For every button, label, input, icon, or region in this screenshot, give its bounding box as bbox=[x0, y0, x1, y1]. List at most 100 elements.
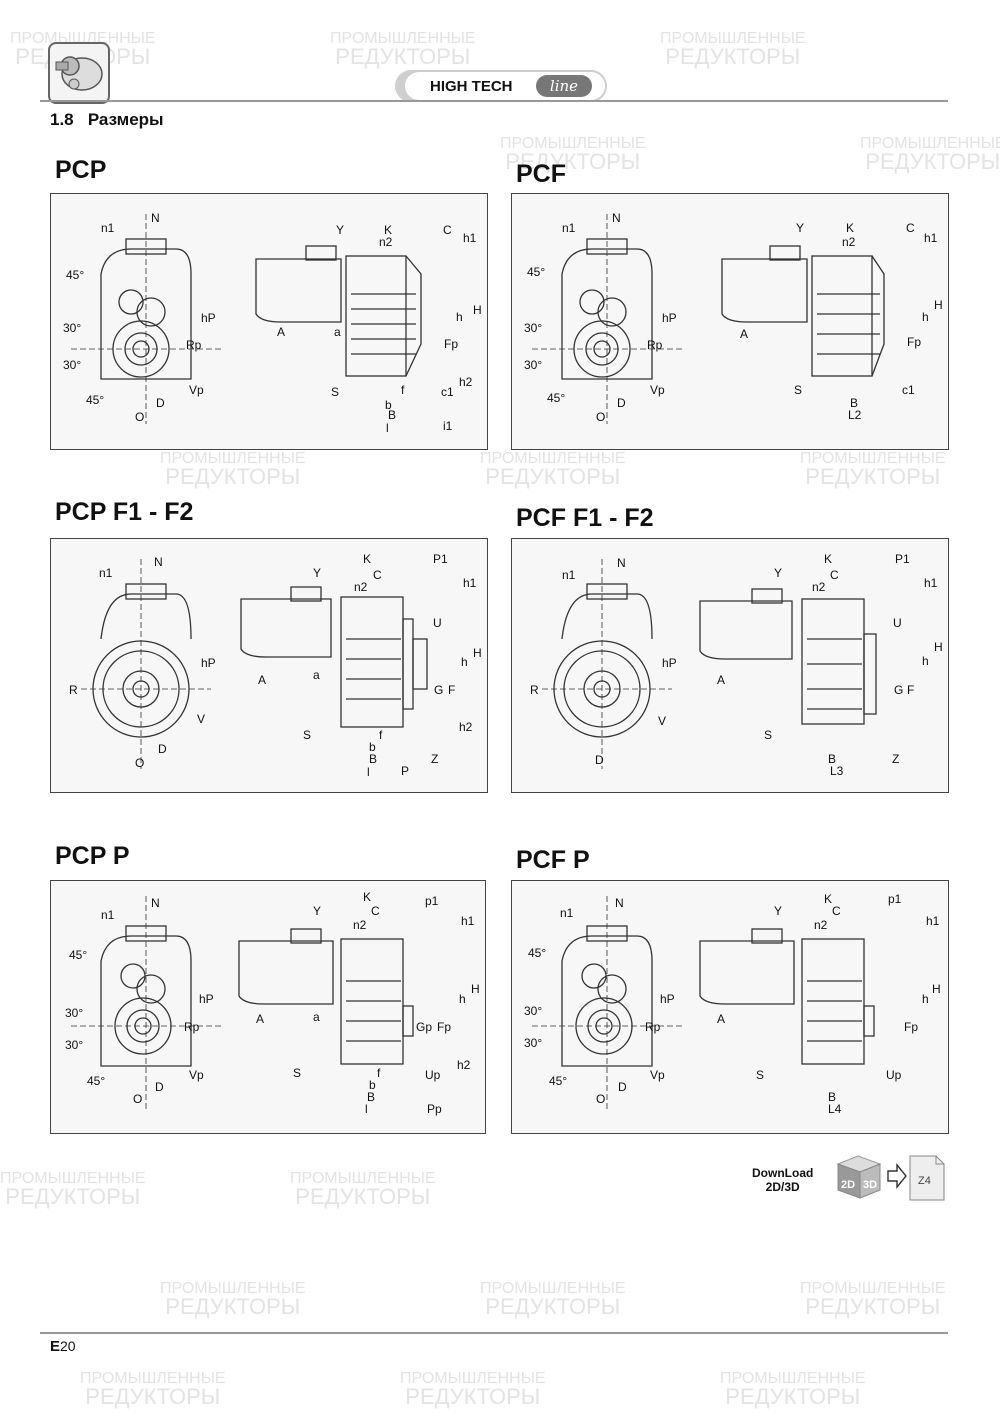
svg-text:D: D bbox=[158, 742, 167, 756]
svg-text:h: h bbox=[461, 655, 468, 669]
svg-text:Gp: Gp bbox=[416, 1020, 432, 1034]
svg-text:n1: n1 bbox=[562, 221, 576, 235]
svg-text:hP: hP bbox=[662, 656, 677, 670]
svg-text:p1: p1 bbox=[888, 892, 902, 906]
svg-text:f: f bbox=[401, 383, 405, 397]
svg-text:S: S bbox=[303, 728, 311, 742]
svg-text:H: H bbox=[934, 640, 943, 654]
svg-text:A: A bbox=[256, 1012, 264, 1026]
svg-text:h2: h2 bbox=[459, 720, 473, 734]
svg-text:n2: n2 bbox=[814, 918, 828, 932]
svg-text:h1: h1 bbox=[926, 914, 940, 928]
svg-text:Y: Y bbox=[313, 566, 321, 580]
svg-text:B: B bbox=[367, 1090, 375, 1104]
2d-3d-cube-icon[interactable]: 2D 3D bbox=[834, 1152, 884, 1200]
svg-text:h: h bbox=[456, 310, 463, 324]
svg-text:Z: Z bbox=[431, 752, 438, 766]
svg-text:O: O bbox=[135, 410, 144, 424]
footer-divider bbox=[40, 1332, 948, 1334]
svg-text:c1: c1 bbox=[441, 385, 454, 399]
svg-text:45°: 45° bbox=[549, 1074, 567, 1088]
svg-text:R: R bbox=[530, 683, 539, 697]
download-label-line1: DownLoad bbox=[752, 1166, 814, 1180]
download-label-line2: 2D/3D bbox=[765, 1180, 800, 1194]
svg-text:A: A bbox=[740, 327, 748, 341]
section-number: 1.8 bbox=[50, 110, 74, 129]
svg-text:b: b bbox=[369, 740, 376, 754]
svg-text:K: K bbox=[824, 552, 832, 566]
svg-text:O: O bbox=[596, 1092, 605, 1106]
svg-text:B: B bbox=[388, 408, 396, 422]
svg-text:O: O bbox=[133, 1092, 142, 1106]
svg-text:N: N bbox=[617, 556, 626, 570]
svg-text:a: a bbox=[313, 668, 320, 682]
section-heading: 1.8 Размеры bbox=[50, 110, 164, 130]
svg-text:45°: 45° bbox=[69, 948, 87, 962]
svg-text:B: B bbox=[828, 1090, 836, 1104]
svg-text:45°: 45° bbox=[66, 268, 84, 282]
svg-text:K: K bbox=[363, 890, 371, 904]
svg-text:N: N bbox=[154, 555, 163, 569]
download-label[interactable]: DownLoad 2D/3D bbox=[752, 1166, 813, 1194]
svg-text:n1: n1 bbox=[101, 221, 115, 235]
svg-text:h2: h2 bbox=[459, 375, 473, 389]
svg-text:n2: n2 bbox=[812, 580, 826, 594]
svg-text:h: h bbox=[459, 992, 466, 1006]
svg-text:Up: Up bbox=[425, 1068, 441, 1082]
svg-text:a: a bbox=[334, 325, 341, 339]
svg-text:Fp: Fp bbox=[437, 1020, 451, 1034]
svg-text:3D: 3D bbox=[863, 1179, 877, 1191]
arrow-right-icon bbox=[886, 1162, 908, 1190]
svg-text:h1: h1 bbox=[463, 231, 477, 245]
svg-text:C: C bbox=[830, 568, 839, 582]
svg-text:O: O bbox=[135, 756, 144, 770]
svg-text:K: K bbox=[824, 892, 832, 906]
svg-text:R: R bbox=[69, 683, 78, 697]
svg-text:V: V bbox=[197, 712, 205, 726]
svg-text:30°: 30° bbox=[65, 1038, 83, 1052]
svg-text:hP: hP bbox=[201, 311, 216, 325]
svg-text:h1: h1 bbox=[924, 576, 938, 590]
svg-text:l: l bbox=[367, 765, 370, 779]
svg-text:hP: hP bbox=[660, 992, 675, 1006]
svg-text:N: N bbox=[612, 211, 621, 225]
svg-text:45°: 45° bbox=[547, 391, 565, 405]
svg-text:C: C bbox=[373, 568, 382, 582]
svg-text:P1: P1 bbox=[895, 552, 910, 566]
svg-text:b: b bbox=[369, 1078, 376, 1092]
svg-text:Fp: Fp bbox=[907, 335, 921, 349]
svg-text:B: B bbox=[828, 752, 836, 766]
svg-text:b: b bbox=[385, 398, 392, 412]
svg-text:Y: Y bbox=[774, 566, 782, 580]
file-download-icon[interactable]: Z4 bbox=[908, 1154, 946, 1202]
svg-text:hP: hP bbox=[662, 311, 677, 325]
svg-text:U: U bbox=[433, 616, 442, 630]
svg-text:l: l bbox=[365, 1102, 368, 1116]
svg-text:30°: 30° bbox=[524, 1036, 542, 1050]
svg-text:C: C bbox=[371, 904, 380, 918]
svg-text:H: H bbox=[934, 298, 943, 312]
svg-text:30°: 30° bbox=[63, 358, 81, 372]
panel-title-pcf-p: PCF P bbox=[516, 846, 590, 874]
svg-text:V: V bbox=[658, 714, 666, 728]
svg-text:P1: P1 bbox=[433, 552, 448, 566]
brand-line-badge: line bbox=[536, 75, 592, 97]
svg-text:Fp: Fp bbox=[444, 337, 458, 351]
svg-text:i1: i1 bbox=[443, 419, 453, 433]
svg-text:B: B bbox=[369, 752, 377, 766]
svg-text:h: h bbox=[922, 654, 929, 668]
